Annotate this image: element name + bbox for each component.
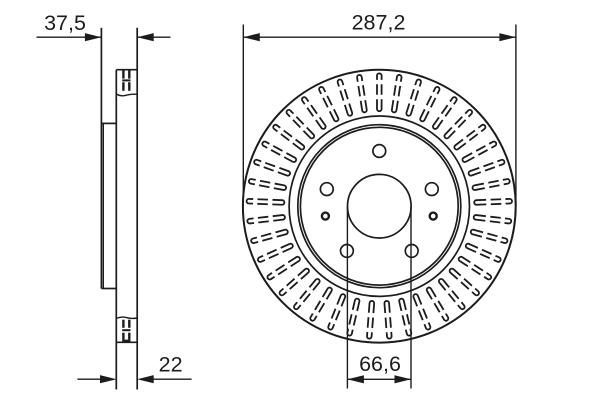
svg-text:22: 22 — [159, 353, 183, 377]
svg-text:66,6: 66,6 — [359, 352, 401, 376]
svg-text:37,5: 37,5 — [44, 11, 86, 35]
svg-text:287,2: 287,2 — [352, 11, 406, 35]
